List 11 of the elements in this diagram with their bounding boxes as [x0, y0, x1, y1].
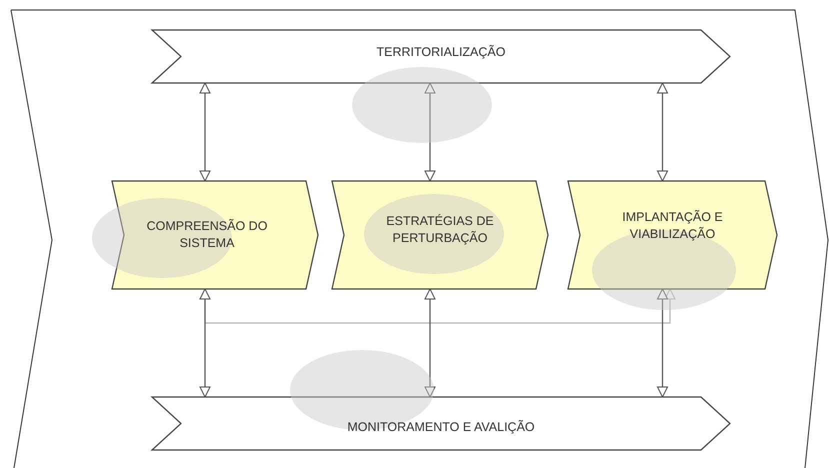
step-label: MONITORAMENTO E AVALIÇÃO	[347, 419, 535, 436]
double-arrow	[424, 82, 436, 182]
step-label: TERRITORIALIZAÇÃO	[376, 44, 506, 61]
double-arrow	[200, 82, 210, 182]
step-label: IMPLANTAÇÃO E VIABILIZAÇÃO	[621, 209, 724, 243]
double-arrow	[657, 288, 668, 398]
step-label: COMPREENSÃO DO SISTEMA	[146, 218, 268, 252]
double-arrow	[200, 288, 210, 398]
double-arrow	[424, 288, 436, 398]
double-arrow	[657, 82, 668, 182]
step-label: ESTRATÉGIAS DE PERTURBAÇÃO	[385, 213, 495, 247]
